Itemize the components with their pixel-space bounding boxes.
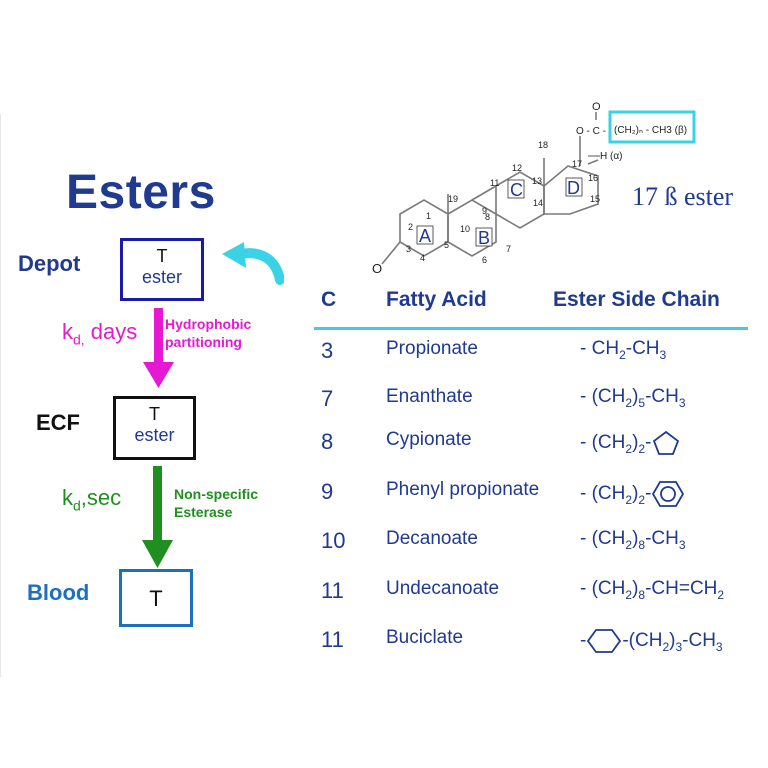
blood-box-t: T — [149, 586, 163, 611]
blood-label: Blood — [27, 580, 90, 605]
pos-4: 4 — [420, 253, 425, 263]
page-title: Esters — [66, 166, 216, 219]
row-side-chain: - (CH2)2- — [580, 429, 681, 457]
row-c: 9 — [321, 479, 334, 504]
row-acid: Decanoate — [386, 528, 478, 549]
pos-17: 17 — [572, 159, 582, 169]
cyclopentane-icon — [653, 430, 680, 455]
row-side-chain: - (CH2)8-CH=CH2 — [580, 578, 725, 602]
ecf-to-blood-rate: kd,sec — [62, 485, 122, 514]
ecf-box: T ester — [113, 396, 196, 460]
row-acid: Cypionate — [386, 429, 472, 450]
pos-14: 14 — [533, 198, 543, 208]
table-row: 9 Phenyl propionate - (CH2)2- — [0, 479, 768, 509]
pos-15: 15 — [590, 194, 600, 204]
cyan-return-arrow — [222, 242, 284, 285]
chain-label: (CH₂)ₙ - CH3 (β) — [614, 125, 687, 136]
carbonyl-oxygen: O — [592, 101, 601, 113]
pos-1: 1 — [426, 211, 431, 221]
pos-13: 13 — [532, 176, 542, 186]
depot-box: T ester — [120, 238, 204, 301]
pos-18: 18 — [538, 140, 548, 150]
depot-label: Depot — [18, 251, 81, 276]
green-arrow — [142, 466, 173, 568]
pos-16: 16 — [588, 173, 598, 183]
ring-a-label: A — [419, 226, 431, 246]
table-row: 3 Propionate - CH2-CH3 — [0, 338, 768, 368]
ring-d-shape — [543, 165, 599, 215]
keto-oxygen: O — [372, 261, 382, 276]
depot-to-ecf-note: Hydrophobic partitioning — [165, 316, 252, 350]
ring-c-label: C — [510, 180, 523, 200]
pos-5: 5 — [444, 240, 449, 250]
ester-link: O - C - — [576, 126, 606, 137]
depot-box-ester: ester — [141, 266, 183, 287]
structure-caption: 17 ß ester — [632, 182, 734, 211]
pos-10: 10 — [460, 224, 470, 234]
depot-to-ecf-rate: kd, days — [62, 319, 138, 348]
row-c: 3 — [321, 338, 334, 363]
pos-9: 9 — [482, 206, 487, 216]
row-acid: Buciclate — [386, 627, 464, 648]
pos-12: 12 — [512, 163, 522, 173]
depot-box-t: T — [156, 246, 168, 266]
row-side-chain: - (CH2)8-CH3 — [580, 528, 686, 552]
slide-background — [0, 114, 768, 677]
row-acid: Propionate — [386, 338, 478, 359]
pos-11: 11 — [490, 178, 499, 188]
ecf-label: ECF — [36, 410, 80, 435]
row-acid: Undecanoate — [386, 578, 500, 599]
table-row: 10 Decanoate - (CH2)8-CH3 — [0, 528, 768, 558]
pos-3: 3 — [406, 244, 411, 254]
table-header-acid: Fatty Acid — [386, 288, 487, 311]
pos-7: 7 — [506, 244, 511, 254]
pos-19: 19 — [448, 194, 458, 204]
chain-highlight-box — [608, 110, 696, 144]
table-row: 7 Enanthate - (CH2)5-CH3 — [0, 386, 768, 416]
table-header-rule — [314, 327, 748, 330]
row-side-chain: - (CH2)5-CH3 — [580, 386, 686, 410]
pos-8: 8 — [485, 212, 490, 222]
steroid-structure: A B C D 1 2 3 4 5 6 7 8 9 10 11 12 13 14… — [372, 101, 696, 276]
ring-b-label: B — [478, 228, 490, 248]
ecf-to-blood-note: Non-specific Esterase — [174, 486, 259, 520]
row-c: 8 — [321, 429, 334, 454]
h-alpha-label: H (α) — [600, 151, 622, 162]
table-header-c: C — [321, 288, 337, 311]
ecf-box-ester: ester — [134, 424, 175, 445]
row-c: 7 — [321, 386, 334, 411]
cyclohexane-icon — [587, 629, 622, 653]
table-row: 8 Cypionate - (CH2)2- — [0, 429, 768, 459]
ecf-box-t: T — [149, 404, 160, 424]
ring-d-label: D — [567, 178, 580, 198]
row-acid: Enanthate — [386, 386, 473, 407]
row-c: 11 — [321, 627, 344, 652]
row-c: 11 — [321, 578, 344, 603]
table-header-side-chain: Ester Side Chain — [553, 288, 720, 311]
row-side-chain: --(CH2)3-CH3 — [580, 627, 723, 655]
row-side-chain: - (CH2)2- — [580, 479, 685, 509]
table-row: 11 Undecanoate - (CH2)8-CH=CH2 — [0, 578, 768, 608]
pos-2: 2 — [408, 222, 413, 232]
row-side-chain: - CH2-CH3 — [580, 338, 667, 362]
row-acid: Phenyl propionate — [386, 479, 540, 500]
blood-box: T — [119, 569, 193, 627]
table-row: 11 Buciclate --(CH2)3-CH3 — [0, 627, 768, 657]
row-c: 10 — [321, 528, 346, 553]
benzene-ring-icon — [652, 481, 685, 507]
magenta-arrow — [143, 308, 174, 388]
pos-6: 6 — [482, 255, 487, 265]
